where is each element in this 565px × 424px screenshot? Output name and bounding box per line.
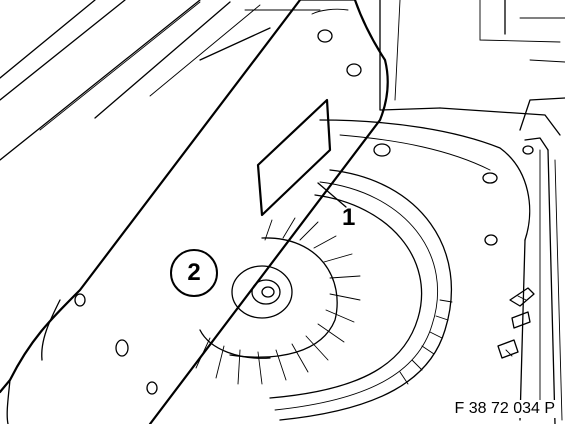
trunk-wall-right — [379, 0, 565, 151]
trunk-body-lines — [0, 0, 321, 161]
label-plate — [256, 98, 332, 217]
callout-2-label: 2 — [187, 259, 201, 286]
retaining-clips — [497, 287, 535, 359]
trunk-floor-cover — [0, 0, 389, 424]
spare-wheel — [195, 169, 453, 421]
leader-line-1 — [317, 182, 347, 208]
callout-2: 2 — [170, 249, 218, 297]
figure-code: F 38 72 034 P — [452, 400, 557, 418]
spare-wheel-well — [319, 119, 563, 424]
callout-1: 1 — [342, 204, 356, 231]
